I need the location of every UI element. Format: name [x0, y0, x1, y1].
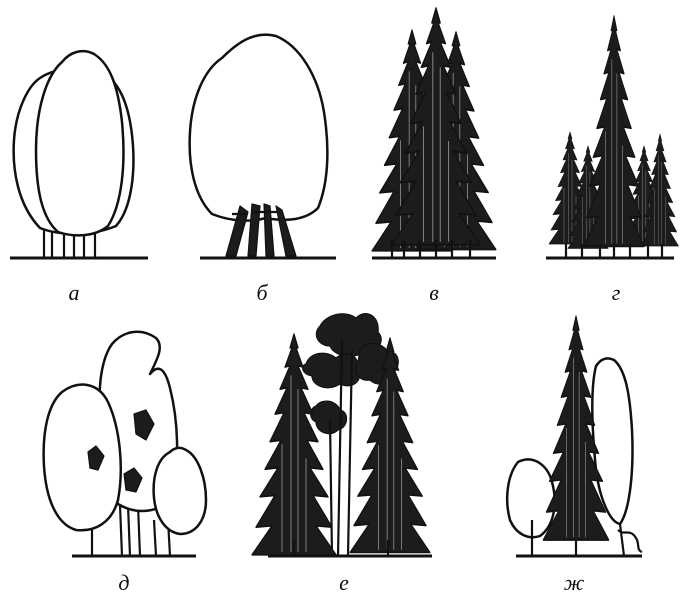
tree-group-b [190, 35, 336, 258]
label-a: а [69, 280, 80, 305]
tree-group-a [10, 51, 148, 258]
label-zh: ж [564, 570, 585, 594]
tree-group-e [252, 314, 432, 556]
tree-group-v [372, 8, 496, 258]
label-b: б [256, 280, 268, 305]
label-e: е [339, 570, 349, 594]
tree-group-zh [507, 316, 642, 556]
label-v: в [429, 280, 439, 305]
label-d: д [118, 570, 129, 594]
label-g: г [612, 280, 621, 305]
tree-group-d [44, 332, 206, 556]
tree-group-g [546, 16, 678, 258]
